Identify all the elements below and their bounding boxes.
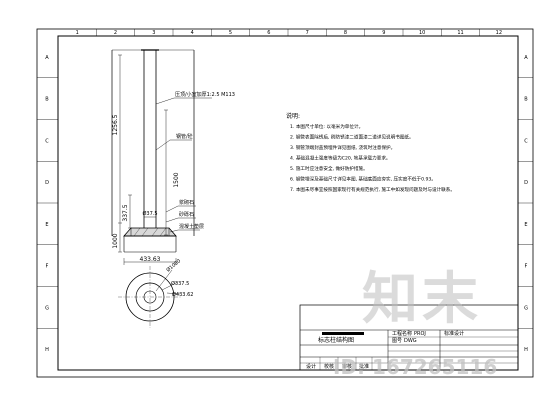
project-label: 工程名称: [392, 330, 412, 337]
elevation-view: 1256.5 337.5 1000 1500 Ø37.5 433.63 压顶/小…: [111, 49, 235, 265]
title-bar: [322, 332, 364, 335]
title-block: 标志柱结构图 工程名称 PROJ 图号 DWG 标准设计 设计 校核 审核批准: [299, 304, 519, 371]
row-label: D: [45, 180, 49, 186]
column-label: 1: [76, 30, 79, 36]
dim-mid-height: 1500: [173, 172, 180, 187]
title-block-row-label: 设计: [306, 363, 316, 370]
title-block-row-label: 批准: [359, 363, 369, 370]
unit-label: 图号: [392, 338, 402, 344]
watermark-id: ID: 167265116: [333, 355, 497, 379]
dim-lower-height: 337.5: [122, 204, 129, 221]
row-label: B: [524, 97, 528, 103]
dim-total-height: 1256.5: [112, 114, 119, 135]
plan-dim2: Ø337.5: [171, 280, 189, 287]
row-label: E: [524, 222, 527, 228]
column-label: 5: [229, 30, 232, 36]
row-label: A: [524, 55, 528, 61]
plan-dim1: Ø1000: [165, 257, 182, 273]
row-label: E: [45, 222, 48, 228]
column-label: 2: [114, 30, 117, 36]
row-label: H: [45, 347, 49, 353]
label-top-note: 压顶/小室加厚1:2.5 M113: [175, 91, 235, 98]
unit-value: DWG: [404, 338, 417, 344]
row-label: F: [525, 264, 528, 270]
label-lower3: 混凝土垫层: [179, 223, 204, 230]
label-pipe: 钢管/砼: [176, 133, 193, 140]
label-lower1: 浆砌石: [179, 199, 194, 206]
label-lower2: 砂砾石: [179, 211, 194, 218]
dim-base-height: 1000: [112, 233, 119, 248]
note-line: 3. 钢管顶端封盖预埋件详见图纸, 浇筑时注意保护。: [290, 144, 395, 151]
drawing-name: 标志柱结构图: [318, 336, 354, 344]
note-line: 5. 施工时应注意安全, 做好防护措施。: [290, 165, 368, 172]
row-label: B: [45, 97, 49, 103]
watermark: 知末 ID: 167265116: [333, 267, 497, 379]
column-label: 6: [267, 30, 270, 36]
row-label: D: [524, 180, 528, 186]
design-field: 标准设计: [444, 330, 464, 337]
column-label: 3: [152, 30, 155, 36]
dim-top-dia: Ø37.5: [142, 210, 157, 217]
row-label: H: [524, 347, 528, 353]
plan-dim3: Ø433.62: [172, 291, 193, 298]
row-labels: A A B B C C D D E E F F G G H H: [37, 55, 533, 353]
row-label: C: [524, 138, 528, 144]
note-line: 2. 钢管表面除锈后, 刷防锈漆二道面漆二道详见说明书图纸。: [290, 134, 414, 141]
notes-heading: 说明:: [286, 112, 300, 120]
notes-block: 说明: 1. 本图尺寸单位: 以毫米为单位计。 2. 钢管表面除锈后, 刷防锈漆二…: [286, 112, 455, 193]
title-block-row-label: 审核: [342, 363, 352, 370]
note-line: 7. 本图未尽事宜按照国家现行有关规范执行, 施工中如发现问题及时与设计联系。: [290, 186, 455, 193]
column-label: 11: [457, 30, 463, 36]
row-label: C: [45, 138, 49, 144]
note-line: 4. 基础混凝土强度等级为C20, 地基承载力要求。: [290, 155, 391, 162]
project-value: PROJ: [414, 331, 426, 337]
row-label: G: [524, 305, 528, 311]
column-label: 4: [191, 30, 194, 36]
column-label: 7: [306, 30, 309, 36]
row-label: F: [46, 264, 49, 270]
row-label: A: [45, 55, 49, 61]
row-label: G: [45, 305, 49, 311]
column-label: 9: [382, 30, 385, 36]
watermark-text: 知末: [362, 267, 482, 332]
column-label: 12: [496, 30, 502, 36]
title-block-row-label: 校核: [324, 363, 334, 370]
note-line: 6. 钢管埋深及基础尺寸详见本图, 基础底面应夯实, 压实度不低于0.93。: [290, 176, 436, 183]
column-label: 10: [419, 30, 425, 36]
dim-base-width: 433.63: [140, 256, 161, 263]
column-label: 8: [344, 30, 347, 36]
note-line: 1. 本图尺寸单位: 以毫米为单位计。: [290, 123, 363, 130]
plan-view: Ø1000 Ø337.5 Ø433.62: [118, 257, 193, 328]
